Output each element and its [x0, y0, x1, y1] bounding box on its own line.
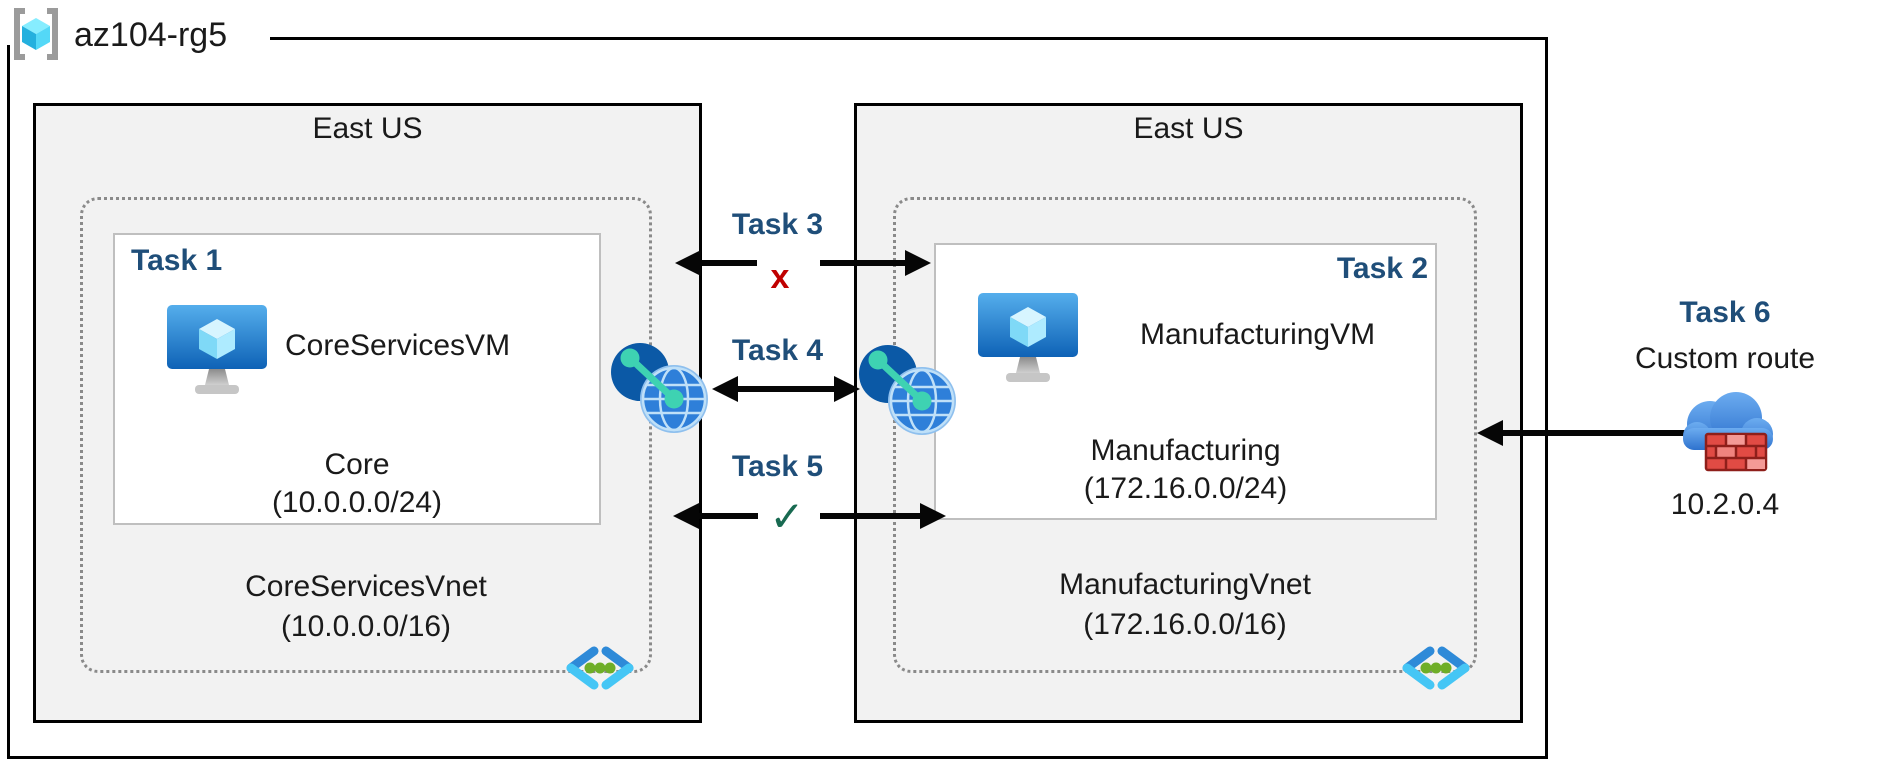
- task6-ip-address: 10.2.0.4: [1670, 488, 1780, 521]
- task6-arrowhead-left: [1477, 420, 1503, 446]
- virtual-machine-icon: [976, 291, 1080, 392]
- task6-line: [1501, 430, 1692, 436]
- task3-line-left: [699, 260, 757, 266]
- task3-blocked-marker: x: [770, 258, 790, 296]
- subnet-box-left: [113, 233, 601, 525]
- region-title-left: East US: [312, 112, 423, 145]
- vnet-box-left: [80, 197, 652, 673]
- task6-label: Task 6: [1679, 296, 1771, 329]
- virtual-network-icon: [1398, 645, 1474, 696]
- vm-name-left: CoreServicesVM: [285, 329, 511, 362]
- task5-line-left: [697, 513, 758, 519]
- task4-arrowhead-left: [712, 376, 738, 402]
- subnet-name-left: Core: [324, 448, 390, 481]
- task5-label: Task 5: [731, 450, 824, 483]
- subnet-cidr-right: (172.16.0.0/24): [1083, 472, 1288, 505]
- virtual-machine-icon: [165, 303, 269, 404]
- task1-label: Task 1: [131, 244, 223, 277]
- vnet-name-right: ManufacturingVnet: [1059, 568, 1311, 601]
- resource-group-label-gap: [5, 33, 270, 45]
- task5-line-right: [820, 513, 922, 519]
- resource-group-title: az104-rg5: [74, 16, 228, 54]
- task5-arrowhead-right: [920, 503, 946, 529]
- vm-name-right: ManufacturingVM: [1140, 318, 1376, 351]
- task3-arrowhead-right: [905, 250, 931, 276]
- subnet-name-right: Manufacturing: [1090, 434, 1281, 467]
- nva-firewall-cloud-icon: [1670, 386, 1782, 483]
- task6-description: Custom route: [1634, 342, 1816, 375]
- task4-line: [736, 386, 836, 392]
- resource-group-icon: [8, 6, 64, 67]
- virtual-network-icon: [562, 645, 638, 696]
- vnet-cidr-right: (172.16.0.0/16): [1083, 608, 1287, 641]
- vnet-cidr-left: (10.0.0.0/16): [280, 610, 452, 643]
- network-peering-icon: [858, 344, 962, 441]
- task3-line-right: [820, 260, 907, 266]
- network-peering-icon: [610, 342, 714, 439]
- task3-label: Task 3: [731, 208, 824, 241]
- task4-arrowhead-right: [834, 376, 860, 402]
- task5-allowed-marker: ✓: [769, 493, 805, 540]
- task4-label: Task 4: [731, 334, 824, 367]
- subnet-cidr-left: (10.0.0.0/24): [271, 486, 443, 519]
- vnet-name-left: CoreServicesVnet: [245, 570, 487, 603]
- region-title-right: East US: [1133, 112, 1244, 145]
- task3-arrowhead-left: [675, 250, 701, 276]
- vnet-box-right: [893, 197, 1477, 673]
- task2-label: Task 2: [1336, 252, 1428, 285]
- task5-arrowhead-left: [673, 503, 699, 529]
